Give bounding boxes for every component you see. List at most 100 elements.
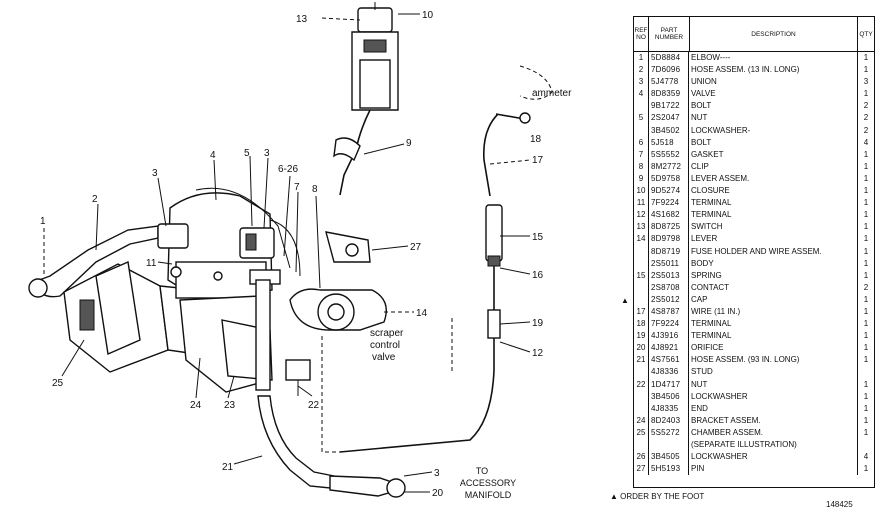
chamber-assembly <box>63 260 211 373</box>
row-ref: 4 <box>634 88 649 101</box>
row-ref <box>634 366 649 379</box>
row-qty: 1 <box>857 354 874 367</box>
row-description: LOCKWASHER- <box>691 125 751 135</box>
row-part-number: 2S5011 <box>649 257 689 270</box>
row-part-number: 2S5013 <box>649 269 689 282</box>
row-qty: 1 <box>857 402 874 415</box>
row-qty: 1 <box>857 318 874 331</box>
row-part-number: 8D8719 <box>649 245 689 258</box>
callout-2: 2 <box>92 194 98 205</box>
callout-13: 13 <box>296 14 308 25</box>
row-description: SWITCH <box>691 222 723 232</box>
row-ref <box>634 402 649 415</box>
callout-22: 22 <box>308 400 320 411</box>
callout-24: 24 <box>190 400 202 411</box>
row-description: CLOSURE <box>691 186 730 196</box>
row-part-number: 4S7561 <box>649 354 689 367</box>
fuse-holder <box>485 204 503 370</box>
row-description: STUD <box>691 367 713 377</box>
row-ref: 9 <box>634 172 649 186</box>
row-description: LEVER <box>691 234 718 244</box>
row-part-number: 5D9758 <box>649 172 689 186</box>
row-ref: 10 <box>634 185 649 198</box>
row-part-number: 7D6096 <box>649 64 689 77</box>
row-qty: 4 <box>857 136 874 149</box>
row-description: GASKET <box>691 149 724 159</box>
row-qty: 2 <box>857 281 874 294</box>
callout-10: 10 <box>422 10 434 21</box>
row-qty: 4 <box>857 451 874 464</box>
row-ref: 15 <box>634 269 649 282</box>
row-qty: 1 <box>857 390 874 403</box>
scraper-label-2: control <box>370 340 400 351</box>
callout-6-26: 6-26 <box>278 164 298 175</box>
row-description: LOCKWASHER <box>691 391 748 401</box>
row-qty: 1 <box>857 209 874 222</box>
callout-23: 23 <box>224 400 236 411</box>
row-part-number: 3B4506 <box>649 390 689 403</box>
row-qty: 3 <box>857 76 874 89</box>
row-part-number: 3B4505 <box>649 451 689 464</box>
row-part-number: 4J8335 <box>649 402 689 415</box>
row-qty: 1 <box>857 293 874 306</box>
row-description: CLIP <box>691 161 709 171</box>
row-qty <box>857 366 874 379</box>
callout-12: 12 <box>532 348 544 359</box>
header-ref: REF NO <box>634 17 649 51</box>
row-part-number: 4J8336 <box>649 366 689 379</box>
row-qty: 1 <box>857 197 874 210</box>
row-ref <box>634 439 649 452</box>
row-ref <box>634 293 649 306</box>
row-qty: 1 <box>857 88 874 101</box>
row-description: ELBOW---- <box>691 53 731 62</box>
row-description: TERMINAL <box>691 198 732 208</box>
row-part-number: 2S5012 <box>649 293 689 306</box>
scraper-label-1: scraper <box>370 328 404 339</box>
row-description: BRACKET ASSEM. <box>691 415 761 425</box>
wire <box>482 113 499 197</box>
row-description: PIN <box>691 464 705 474</box>
row-description: CAP <box>691 294 708 304</box>
row-part-number: 5J4778 <box>649 76 689 89</box>
row-qty: 1 <box>857 221 874 234</box>
row-description: (Separate Illustration) <box>691 440 797 449</box>
callout-5: 5 <box>244 148 250 159</box>
row-description: BOLT <box>691 101 712 111</box>
callout-17: 17 <box>532 155 544 166</box>
row-description: HOSE ASSEM. (13 in. long) <box>691 65 800 75</box>
row-qty: 1 <box>857 463 874 476</box>
table-row: (Separate Illustration) <box>634 439 874 452</box>
row-part-number <box>649 439 689 452</box>
row-qty: 2 <box>857 124 874 137</box>
to-label-1: TO <box>476 466 488 476</box>
header-part-number: PART NUMBER <box>649 17 690 51</box>
row-ref <box>634 245 649 258</box>
row-part-number: 5H5193 <box>649 463 689 476</box>
ammeter-label: ammeter <box>532 88 572 99</box>
exploded-parts-drawing: 13 10 9 18 17 15 16 19 12 27 14 1 2 3 4 … <box>28 2 572 500</box>
row-ref <box>634 281 649 294</box>
row-qty: 1 <box>857 269 874 282</box>
row-description: LOCKWASHER <box>691 452 748 462</box>
row-qty: 1 <box>857 330 874 343</box>
row-ref <box>634 390 649 403</box>
header-qty: QTY <box>859 30 873 38</box>
row-ref: 25 <box>634 426 649 439</box>
